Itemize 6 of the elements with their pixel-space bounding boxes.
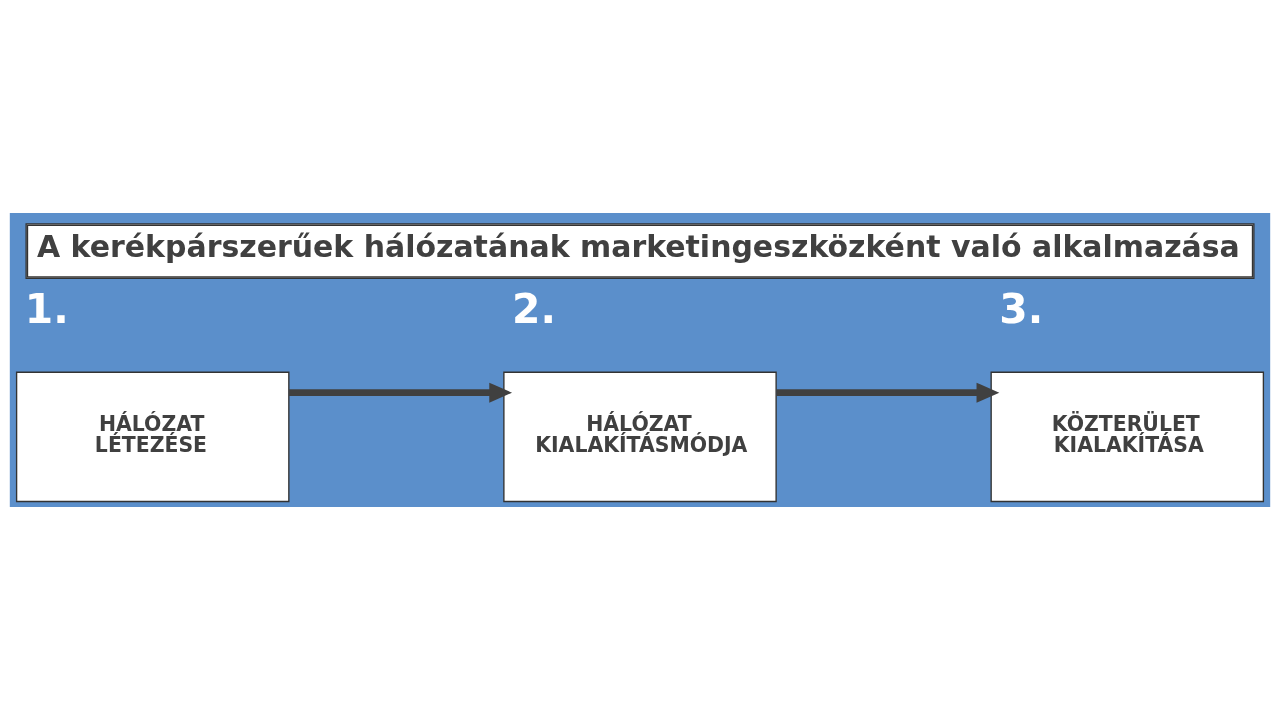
- arrow: [289, 382, 513, 403]
- node-label: 3.: [999, 285, 1044, 334]
- diagram-title: A kerékpárszerűek hálózatának marketingeszközként való alkalmazása: [37, 229, 1240, 265]
- arrow: [776, 382, 1000, 403]
- node-label: 2.: [512, 285, 556, 334]
- node-label: 1.: [24, 285, 69, 334]
